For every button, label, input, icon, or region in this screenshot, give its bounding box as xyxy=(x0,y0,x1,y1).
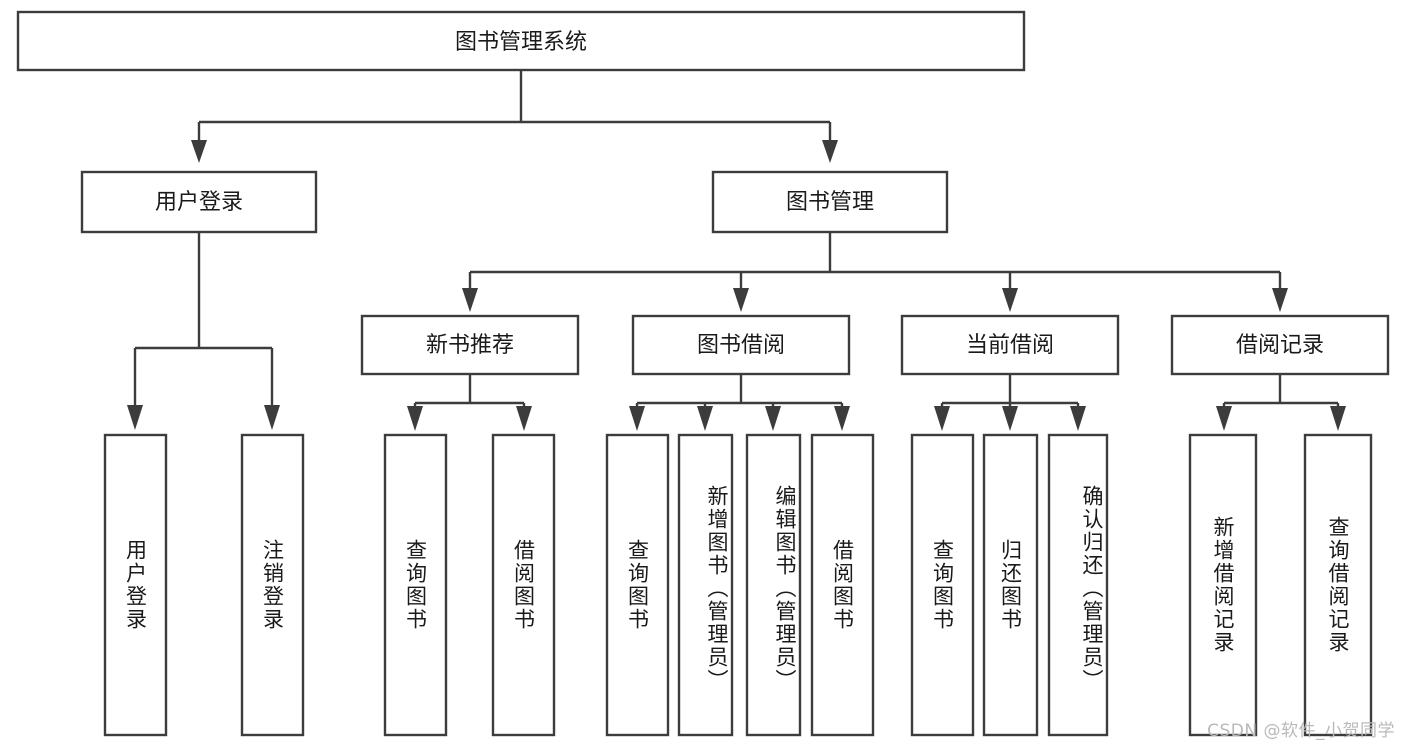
node-leaf-confirm-return-box[interactable] xyxy=(1047,433,1109,737)
node-root[interactable]: 图书管理系统 xyxy=(16,10,1026,72)
connector-group-current-borrow xyxy=(934,374,1086,431)
connector-group-root xyxy=(191,70,838,163)
arrow-head-leaf-query-book-3 xyxy=(934,406,950,431)
node-book-borrow-box[interactable] xyxy=(631,314,851,376)
arrow-head-user-login xyxy=(191,140,207,163)
node-book-manage[interactable]: 图书管理 xyxy=(711,170,949,234)
node-borrow-record-label: 借阅记录 xyxy=(1236,333,1324,358)
connector-group-book-borrow xyxy=(629,374,850,431)
node-book-borrow-label: 图书借阅 xyxy=(697,333,785,358)
node-leaf-user-login-box[interactable] xyxy=(103,433,168,737)
leaf-boxes-group xyxy=(103,433,1373,737)
node-root-label: 图书管理系统 xyxy=(455,30,587,55)
node-leaf-borrow-book-2-box[interactable] xyxy=(810,433,875,737)
node-book-manage-label: 图书管理 xyxy=(786,190,874,215)
arrow-head-current-borrow xyxy=(1002,288,1018,312)
node-borrow-record-box[interactable] xyxy=(1170,314,1390,376)
node-leaf-borrow-book-1-box[interactable] xyxy=(491,433,556,737)
node-book-borrow[interactable]: 图书借阅 xyxy=(631,314,851,376)
node-borrow-record[interactable]: 借阅记录 xyxy=(1170,314,1390,376)
arrow-head-leaf-add-book xyxy=(697,406,713,431)
node-leaf-query-book-2-box[interactable] xyxy=(605,433,670,737)
arrow-head-leaf-logout-login xyxy=(264,405,280,430)
connector-group-user-login xyxy=(127,232,280,430)
arrow-head-borrow-record xyxy=(1272,288,1288,312)
arrow-head-leaf-confirm-return xyxy=(1070,406,1086,431)
node-book-manage-box[interactable] xyxy=(711,170,949,234)
node-current-borrow-box[interactable] xyxy=(900,314,1120,376)
arrow-head-leaf-edit-book xyxy=(765,406,781,431)
node-leaf-query-record-box[interactable] xyxy=(1303,433,1373,737)
csdn-watermark: CSDN @软件_小贺同学 xyxy=(1207,721,1395,741)
arrow-head-leaf-return-book xyxy=(1002,406,1018,431)
node-current-borrow[interactable]: 当前借阅 xyxy=(900,314,1120,376)
node-new-book-recommend[interactable]: 新书推荐 xyxy=(360,314,580,376)
node-leaf-logout-login-box[interactable] xyxy=(240,433,305,737)
node-leaf-query-book-1-box[interactable] xyxy=(383,433,448,737)
node-user-login-label: 用户登录 xyxy=(155,190,243,215)
node-user-login[interactable]: 用户登录 xyxy=(80,170,318,234)
arrow-head-book-manage xyxy=(822,140,838,163)
arrow-head-book-borrow xyxy=(733,288,749,312)
node-leaf-add-book-box[interactable] xyxy=(677,433,734,737)
arrow-head-leaf-borrow-book-2 xyxy=(834,406,850,431)
connector-group-borrow-record xyxy=(1216,374,1346,431)
node-leaf-edit-book-box[interactable] xyxy=(745,433,802,737)
arrow-head-leaf-user-login xyxy=(127,405,143,430)
arrow-head-leaf-query-record xyxy=(1330,406,1346,431)
arrow-head-leaf-borrow-book-1 xyxy=(516,406,532,431)
node-new-book-recommend-box[interactable] xyxy=(360,314,580,376)
node-user-login-box[interactable] xyxy=(80,170,318,234)
arrow-head-leaf-query-book-2 xyxy=(629,406,645,431)
node-leaf-return-book-box[interactable] xyxy=(982,433,1039,737)
node-root-box[interactable] xyxy=(16,10,1026,72)
node-leaf-query-book-3-box[interactable] xyxy=(910,433,975,737)
connector-group-book-manage xyxy=(462,232,1288,312)
node-new-book-recommend-label: 新书推荐 xyxy=(426,333,514,358)
node-current-borrow-label: 当前借阅 xyxy=(966,333,1054,358)
arrow-head-leaf-add-record xyxy=(1216,406,1232,431)
node-leaf-add-record-box[interactable] xyxy=(1188,433,1258,737)
arrow-head-leaf-query-book-1 xyxy=(407,406,423,431)
connector-group-new-book-recommend xyxy=(407,374,532,431)
arrow-head-new-book-recommend xyxy=(462,288,478,312)
